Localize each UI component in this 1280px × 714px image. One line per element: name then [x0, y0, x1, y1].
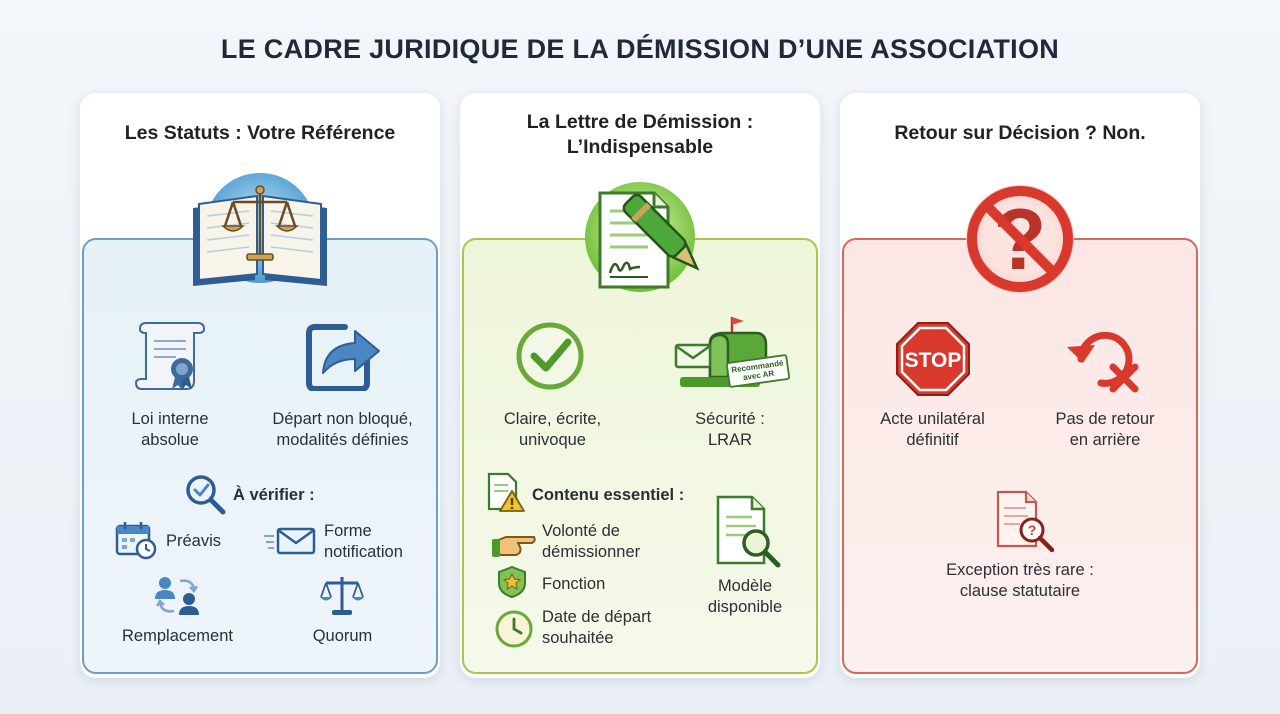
calendar-icon — [115, 522, 157, 560]
envelope-icon — [264, 527, 316, 555]
exception-label: Exception très rare :clause statutaire — [946, 561, 1094, 600]
checkmark-icon — [516, 322, 584, 390]
stop-sign-icon: STOP — [896, 322, 970, 396]
card-title: La Lettre de Démission :L’Indispensable — [526, 111, 754, 158]
card-lettre: La Lettre de Démission :L’Indispensable … — [460, 93, 820, 678]
card-title: Les Statuts : Votre Référence — [124, 122, 396, 144]
item-label: Claire, écrite,univoque — [503, 410, 602, 449]
pointing-hand-icon — [492, 536, 536, 557]
check-label: Remplacement — [122, 627, 233, 645]
document-warning-icon — [487, 472, 525, 512]
check-heading: À vérifier : — [233, 486, 315, 504]
card-inner-panel — [462, 238, 818, 674]
item-label: Sécurité :LRAR — [695, 410, 765, 449]
document-search-icon — [716, 495, 781, 568]
certificate-scroll-icon — [134, 322, 206, 390]
share-arrow-icon — [306, 324, 380, 391]
document-question-icon: ? — [996, 490, 1055, 552]
card-retour: Retour sur Décision ? Non. ? STOP Acte u… — [840, 93, 1200, 678]
sign-text: STOP — [905, 349, 962, 372]
signed-letter-pen-icon — [585, 182, 700, 292]
law-book-icon — [193, 173, 327, 286]
content-heading: Contenu essentiel : — [532, 486, 685, 504]
badge-star-icon — [498, 565, 526, 599]
mailbox-icon: Recommandé avec AR — [674, 317, 790, 388]
clock-icon — [495, 610, 533, 648]
page-title: LE CADRE JURIDIQUE DE LA DÉMISSION D’UNE… — [220, 34, 1060, 64]
no-undo-icon — [1067, 331, 1139, 393]
card-title: Retour sur Décision ? Non. — [894, 122, 1146, 144]
people-swap-icon — [155, 577, 199, 615]
content-label: Fonction — [542, 575, 606, 593]
svg-text:?: ? — [1028, 522, 1037, 538]
card-inner-panel — [82, 238, 438, 674]
tag-text: avec AR — [743, 369, 775, 382]
magnifier-check-icon — [186, 475, 226, 515]
card-inner-panel — [842, 238, 1198, 674]
scales-icon — [320, 577, 364, 615]
item-label: Départ non bloqué,modalités définies — [272, 410, 413, 449]
forbidden-question-icon: ? — [966, 185, 1074, 293]
check-label: Quorum — [312, 627, 373, 645]
check-label: Préavis — [166, 532, 222, 550]
card-statuts: Les Statuts : Votre Référence — [80, 93, 440, 678]
